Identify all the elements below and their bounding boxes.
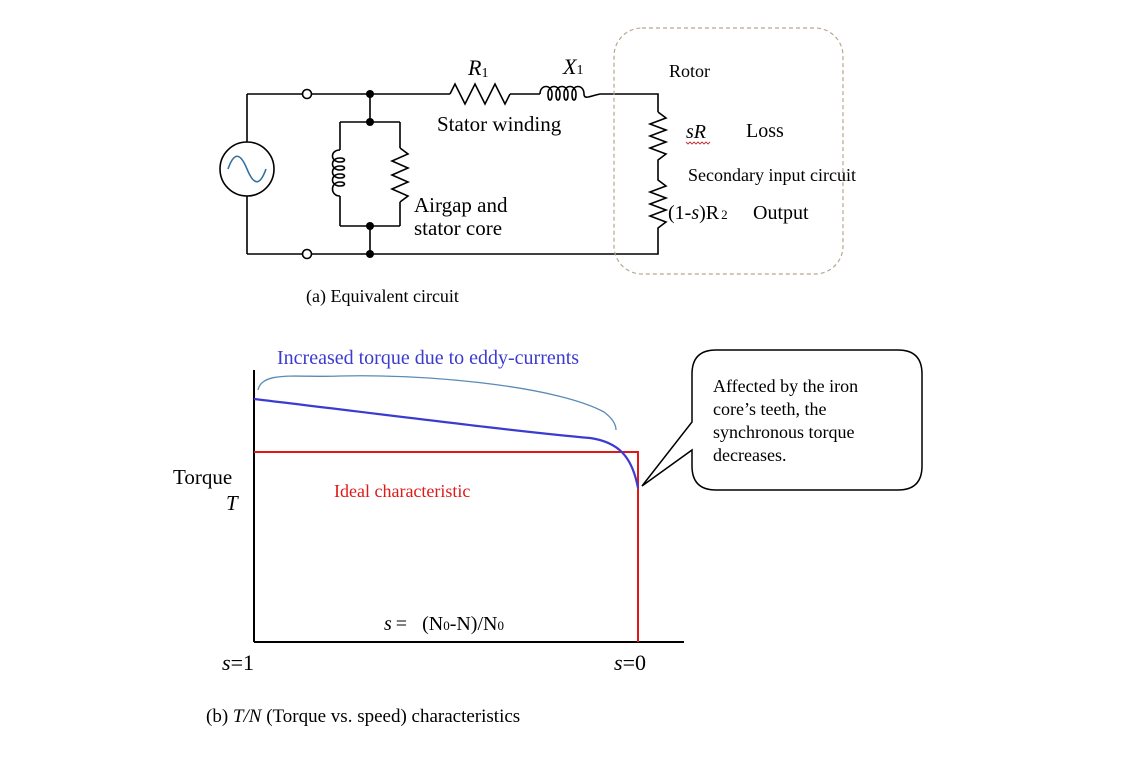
terminal-top bbox=[301, 88, 313, 100]
loss-label: Loss bbox=[746, 120, 784, 142]
shunt-resistor bbox=[390, 147, 410, 203]
bottom-wire bbox=[312, 232, 659, 255]
circuit-caption: (a) Equivalent circuit bbox=[306, 286, 459, 307]
callout-text: Affected by the iron core’s teeth, the s… bbox=[713, 376, 863, 465]
ac-source-icon bbox=[219, 141, 275, 197]
rotor-box bbox=[613, 27, 844, 275]
node-dot bbox=[366, 118, 374, 126]
terminal-bottom bbox=[301, 248, 313, 260]
graph-caption: (b) T/N (Torque vs. speed) characteristi… bbox=[206, 706, 520, 727]
stator-winding-label: Stator winding bbox=[437, 112, 562, 136]
resistor-r1 bbox=[449, 82, 511, 106]
ideal-characteristic-line bbox=[254, 451, 639, 642]
callout-bubble bbox=[641, 349, 923, 491]
y-axis-label-line2: T bbox=[226, 491, 239, 515]
tick-label-s0: s=0 bbox=[614, 650, 646, 675]
tick-label-s1: s=1 bbox=[222, 650, 254, 675]
eddy-brace bbox=[257, 375, 617, 431]
y-axis-label-line1: Torque bbox=[173, 465, 232, 489]
rotor-resistor-output bbox=[647, 166, 669, 232]
airgap-label-line2: stator core bbox=[414, 216, 502, 240]
eddy-torque-curve bbox=[253, 397, 640, 489]
secondary-circuit-label: Secondary input circuit bbox=[688, 165, 856, 185]
x1-label: X1 bbox=[562, 54, 583, 79]
sr-underline bbox=[685, 141, 711, 145]
node-dot bbox=[366, 90, 374, 98]
equivalent-circuit bbox=[246, 82, 669, 260]
left-wire bbox=[246, 93, 302, 255]
graph-axes bbox=[253, 370, 684, 643]
shunt-inductor bbox=[331, 149, 346, 197]
node-dot bbox=[366, 250, 374, 258]
r1-label: R1 bbox=[467, 55, 488, 81]
node-dot bbox=[366, 222, 374, 230]
output-label: Output bbox=[753, 202, 809, 224]
ideal-label: Ideal characteristic bbox=[334, 481, 470, 501]
sr-label: sR bbox=[686, 121, 706, 143]
airgap-label-line1: Airgap and bbox=[414, 193, 508, 217]
rotor-label: Rotor bbox=[669, 61, 710, 81]
inductor-x1 bbox=[539, 85, 601, 101]
top-wire bbox=[312, 93, 659, 112]
rotor-resistor-sr bbox=[647, 111, 669, 166]
slip-formula: s= (N0-N)/N0 bbox=[384, 613, 504, 635]
eddy-label: Increased torque due to eddy-currents bbox=[277, 347, 579, 369]
